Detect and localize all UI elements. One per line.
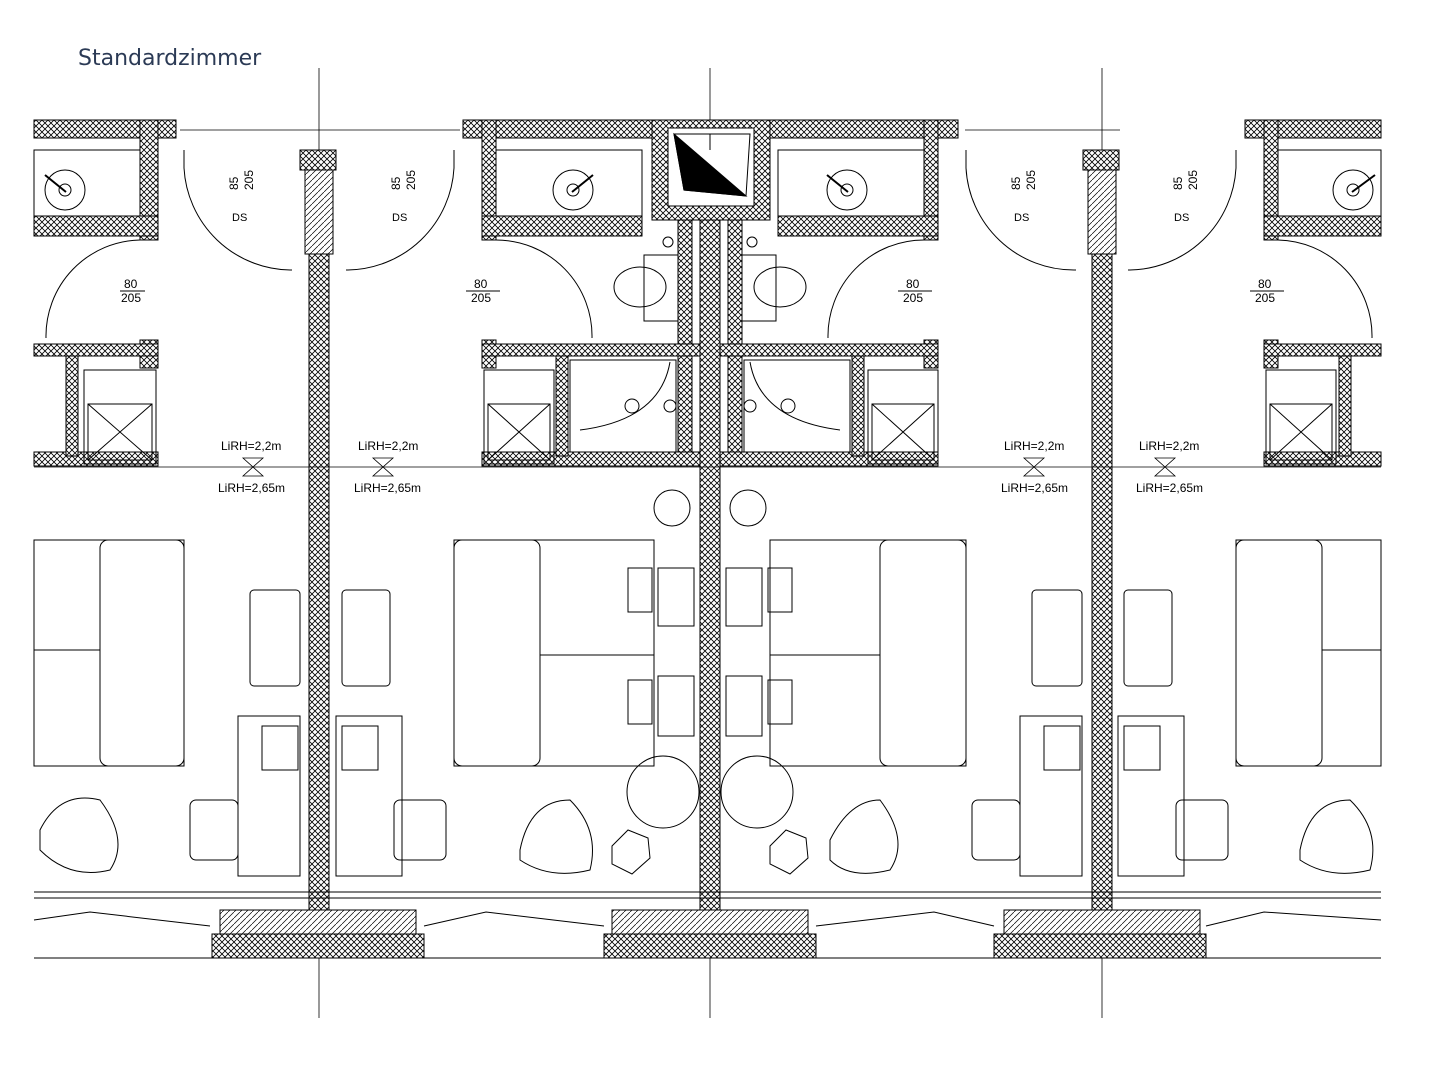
door-labels: 85 205 85 205 85 205 85 205 DS DS DS DS … [121, 170, 1275, 305]
showers [569, 359, 851, 453]
ceiling-low-label: LiRH=2,2m [1139, 439, 1199, 453]
toilets [613, 236, 807, 322]
label-80: 80 [474, 277, 488, 291]
ceiling-high-label: LiRH=2,65m [1136, 481, 1203, 495]
label-205: 205 [1024, 170, 1038, 190]
label-85: 85 [1009, 176, 1023, 190]
ceiling-low-label: LiRH=2,2m [221, 439, 281, 453]
ceiling-height-labels: LiRH=2,2m LiRH=2,65m LiRH=2,2m LiRH=2,65… [218, 439, 1203, 495]
facade [33, 891, 1382, 959]
door-swings [45, 150, 1373, 339]
party-walls [299, 149, 1120, 911]
bath-enclosures [33, 149, 1382, 237]
page-title: Standardzimmer [78, 46, 262, 71]
label-80: 80 [1258, 277, 1272, 291]
label-205: 205 [903, 291, 923, 305]
label-85: 85 [1171, 176, 1185, 190]
desks [189, 589, 1229, 877]
bath-walls [33, 343, 1382, 467]
label-85: 85 [227, 176, 241, 190]
ceiling-high-label: LiRH=2,65m [218, 481, 285, 495]
shaft [651, 119, 771, 221]
label-205: 205 [242, 170, 256, 190]
shower-label: DS [232, 212, 247, 224]
shower-label: DS [1014, 212, 1029, 224]
tables [611, 489, 809, 875]
label-205: 205 [1186, 170, 1200, 190]
wardrobes [83, 369, 1337, 465]
label-205: 205 [404, 170, 418, 190]
label-205: 205 [1255, 291, 1275, 305]
ceiling-low-label: LiRH=2,2m [1004, 439, 1064, 453]
label-80: 80 [906, 277, 920, 291]
beds [33, 539, 1382, 767]
shower-label: DS [392, 212, 407, 224]
label-80: 80 [124, 277, 138, 291]
shower-label: DS [1174, 212, 1189, 224]
ceiling-low-label: LiRH=2,2m [358, 439, 418, 453]
wash-basins [44, 169, 1376, 211]
label-85: 85 [389, 176, 403, 190]
ceiling-line [34, 457, 1381, 477]
armchairs [39, 797, 1374, 874]
ceiling-high-label: LiRH=2,65m [1001, 481, 1068, 495]
label-205: 205 [471, 291, 491, 305]
ceiling-high-label: LiRH=2,65m [354, 481, 421, 495]
label-205: 205 [121, 291, 141, 305]
